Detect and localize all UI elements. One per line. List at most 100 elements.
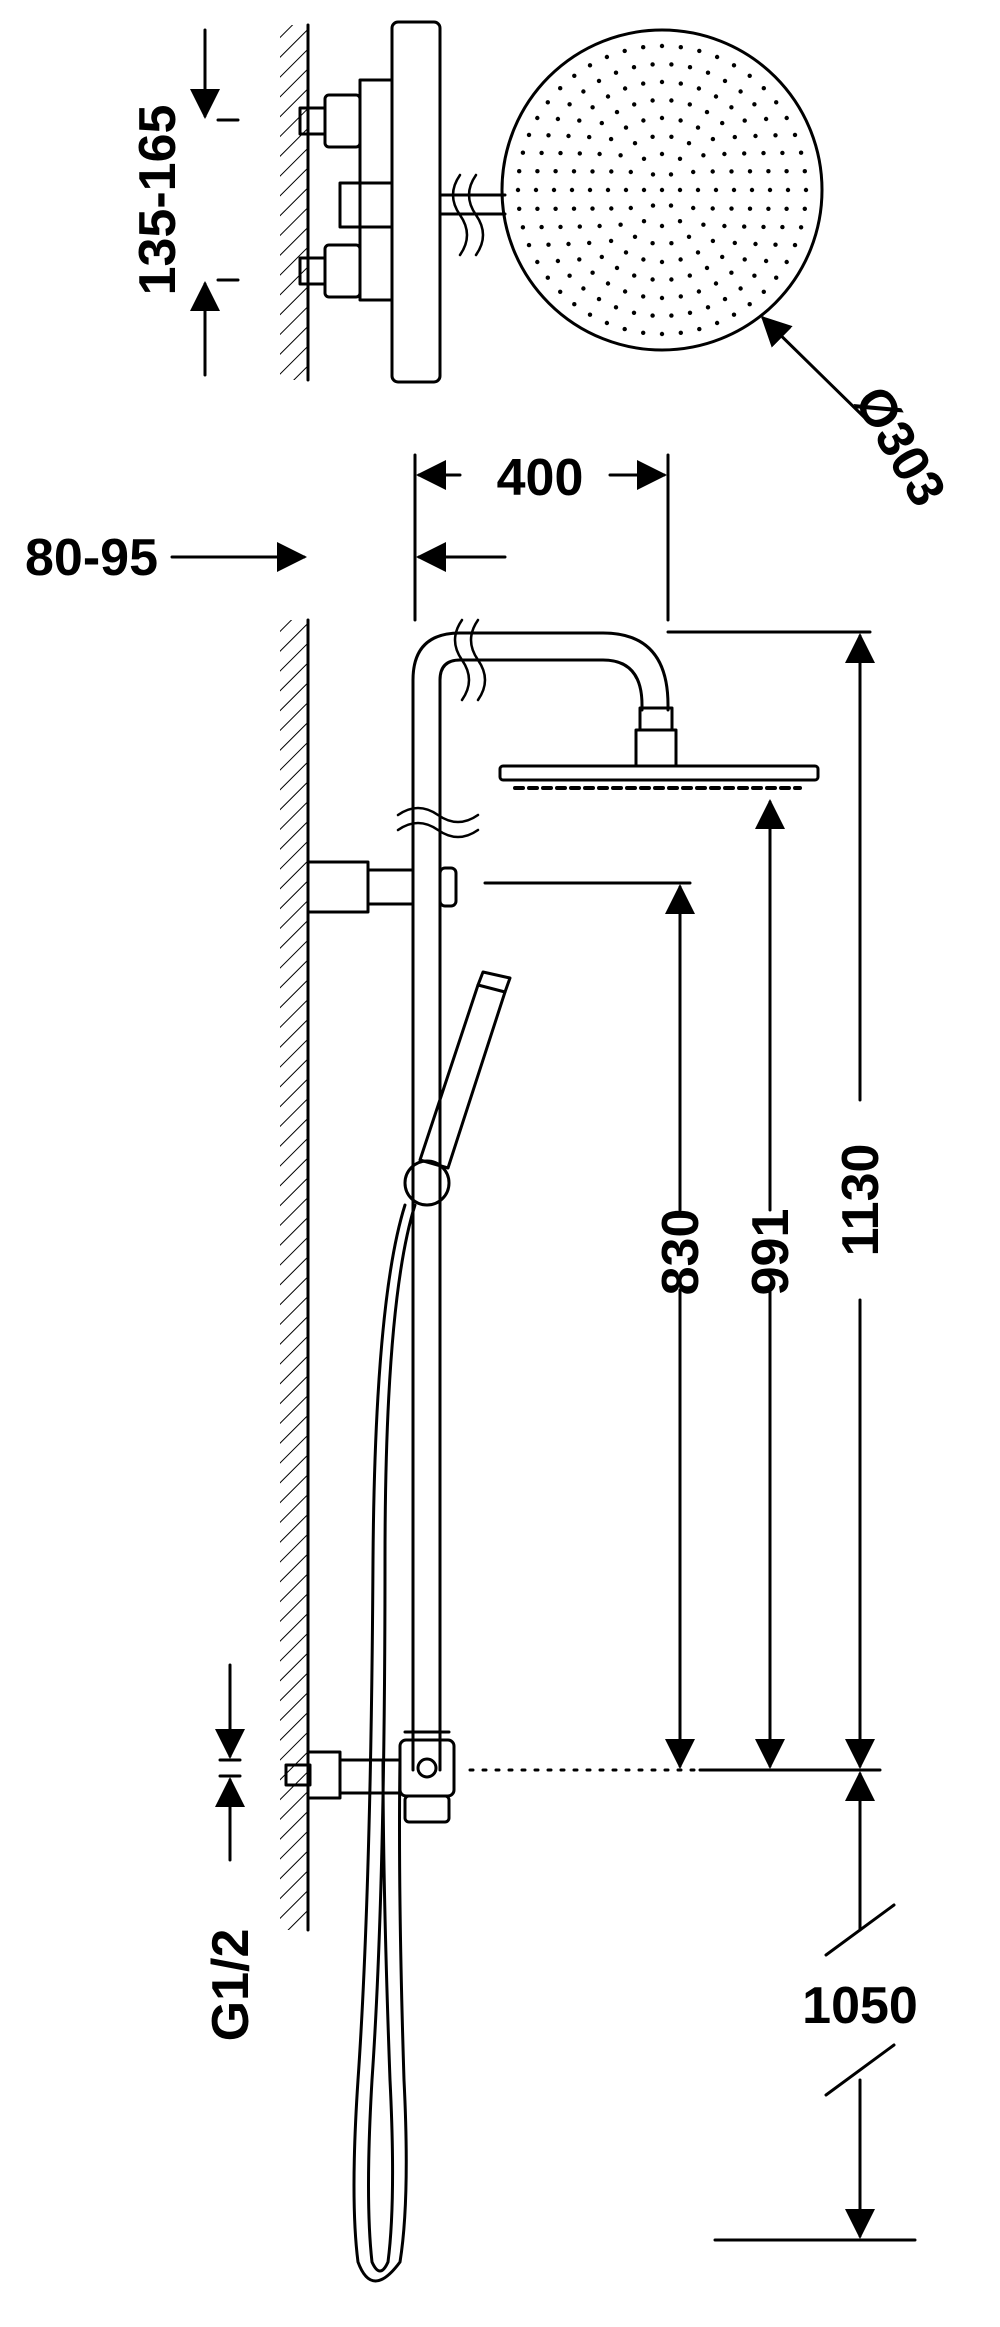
nozzle-dot	[597, 151, 602, 157]
nozzle-dot	[613, 305, 619, 310]
nozzle-dot	[677, 219, 683, 224]
nozzle-dot	[747, 206, 753, 211]
nozzle-dot	[517, 206, 522, 211]
nozzle-dot	[761, 289, 766, 294]
nozzle-dot	[714, 320, 720, 326]
nozzle-dot	[622, 326, 627, 332]
nozzle-dot	[597, 223, 602, 229]
thermostat-body	[298, 20, 442, 384]
nozzle-dot	[558, 289, 563, 294]
nozzle-dot	[555, 258, 561, 264]
nozzle-dot	[608, 238, 614, 244]
label-arm-length: 400	[497, 449, 584, 507]
nozzle-dot	[632, 141, 638, 146]
nozzle-dot	[784, 206, 789, 211]
nozzle-dot	[535, 169, 540, 174]
hand-shower	[418, 970, 512, 1170]
nozzle-dot	[710, 206, 715, 211]
nozzle-dot	[596, 296, 602, 302]
nozzle-dot	[686, 234, 692, 239]
nozzle-dot	[587, 187, 593, 193]
nozzle-dot	[567, 273, 572, 278]
nozzle-dot	[590, 169, 595, 174]
nozzle-dot	[587, 312, 593, 317]
nozzle-dot	[572, 73, 577, 79]
nozzle-dot	[641, 118, 646, 123]
nozzle-dot	[732, 240, 737, 246]
nozzle-dot	[551, 187, 557, 193]
nozzle-dot	[761, 224, 766, 230]
nozzle-dot	[774, 275, 779, 280]
nozzle-dot	[587, 63, 593, 68]
nozzle-dot	[713, 94, 719, 99]
nozzle-dot	[590, 270, 595, 275]
nozzle-dot	[526, 132, 532, 138]
nozzle-dot	[650, 313, 655, 318]
nozzle-dot	[650, 98, 655, 103]
nozzle-dot	[669, 98, 674, 103]
nozzle-dot	[632, 102, 637, 107]
nozzle-dot	[608, 136, 614, 142]
nozzle-dot	[587, 240, 592, 246]
nozzle-dot	[784, 115, 789, 121]
wall-bracket	[306, 860, 458, 914]
nozzle-dot	[572, 302, 577, 307]
nozzle-dot	[659, 187, 665, 193]
nozzle-dot	[577, 257, 582, 262]
nozzle-dot	[614, 265, 620, 271]
dim-arm-length	[413, 453, 670, 622]
nozzle-dot	[720, 254, 725, 260]
nozzle-dot	[590, 105, 595, 110]
label-head-diameter: Ø303	[843, 377, 957, 516]
nozzle-dot	[659, 79, 665, 85]
nozzle-dot	[720, 120, 725, 126]
nozzle-dot	[766, 169, 771, 174]
nozzle-dot	[695, 125, 701, 130]
nozzle-dot	[577, 118, 582, 123]
nozzle-dot	[659, 331, 665, 337]
nozzle-dot	[581, 286, 586, 291]
nozzle-dot	[738, 89, 743, 94]
nozzle-dot	[539, 224, 544, 230]
nozzle-dot	[632, 273, 637, 278]
nozzle-dot	[650, 241, 655, 246]
nozzle-dot	[641, 330, 646, 335]
nozzle-dot	[678, 81, 683, 86]
nozzle-dot	[722, 296, 728, 302]
nozzle-dot	[714, 54, 720, 60]
nozzle-dot	[632, 234, 638, 239]
head-nozzle-pattern	[515, 43, 809, 337]
label-wall-offset: 80-95	[25, 529, 158, 587]
nozzle-dot	[628, 169, 633, 175]
nozzle-dot	[763, 258, 769, 264]
nozzle-dot	[710, 136, 716, 142]
nozzle-dot	[705, 305, 711, 310]
nozzle-dot	[577, 224, 582, 229]
nozzle-dot	[545, 100, 550, 105]
nozzle-dot	[766, 206, 771, 211]
nozzle-dot	[687, 310, 693, 315]
label-floor-height: 1050	[802, 1977, 918, 2035]
nozzle-dot	[555, 116, 561, 122]
nozzle-dot	[738, 286, 743, 291]
dim-floor	[713, 1771, 917, 2242]
nozzle-dot	[686, 141, 692, 146]
nozzle-dot	[659, 151, 665, 157]
nozzle-dot	[535, 206, 540, 211]
nozzle-dot	[678, 45, 683, 50]
nozzle-dot	[701, 153, 706, 158]
nozzle-dot	[623, 125, 629, 130]
nozzle-dot	[753, 241, 758, 247]
dim-inlet-thread	[215, 1663, 245, 1862]
nozzle-dot	[722, 223, 727, 229]
nozzle-dot	[605, 281, 611, 286]
nozzle-dot	[802, 169, 807, 174]
dim-heights	[483, 630, 875, 1769]
head-top-view	[500, 28, 824, 352]
nozzle-dot	[520, 150, 526, 155]
nozzle-dot	[614, 109, 620, 115]
nozzle-dot	[590, 206, 595, 211]
nozzle-dot	[677, 156, 683, 161]
nozzle-dot	[742, 257, 747, 262]
